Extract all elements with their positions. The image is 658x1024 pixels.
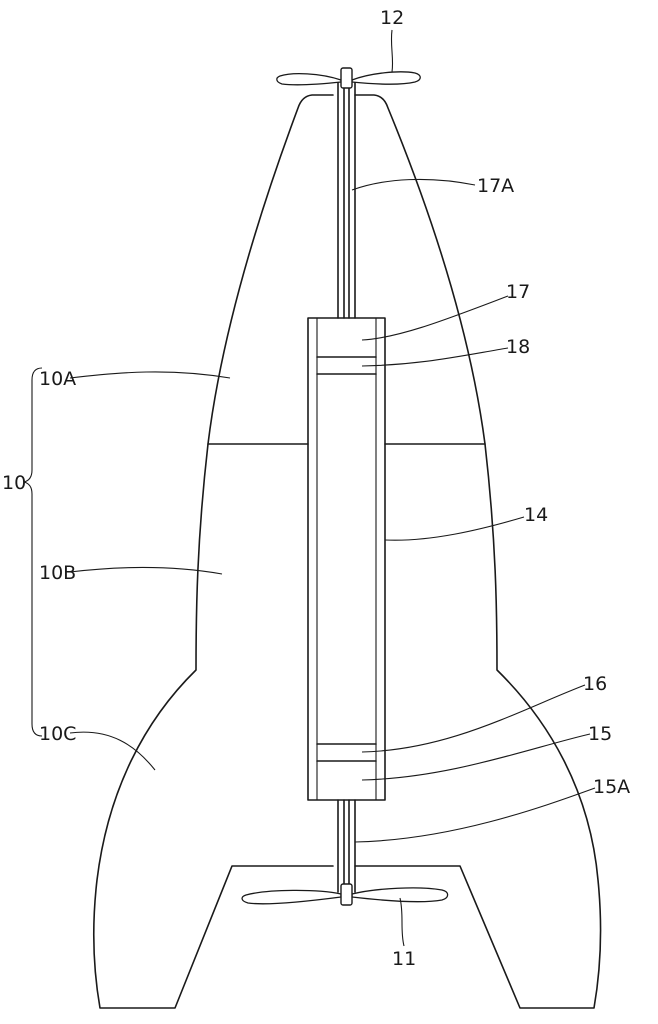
bottom-propeller [241, 883, 449, 906]
label-17: 17 [506, 281, 530, 303]
section-brace [23, 367, 43, 737]
label-10A: 10A [39, 368, 76, 390]
rocket-body-right-outline [354, 94, 602, 1009]
lower-shaft [337, 799, 356, 893]
upper-shaft [337, 79, 356, 319]
label-12: 12 [380, 7, 404, 29]
lower-motor-section [316, 743, 377, 762]
label-15A: 15A [593, 776, 630, 798]
top-propeller [276, 67, 421, 89]
label-18: 18 [506, 336, 530, 358]
label-10B: 10B [39, 562, 76, 584]
label-10: 10 [2, 472, 26, 494]
leader-lines [69, 29, 596, 947]
label-17A: 17A [477, 175, 514, 197]
label-15: 15 [588, 723, 612, 745]
label-10C: 10C [39, 723, 76, 745]
upper-motor-section [316, 356, 377, 375]
label-14: 14 [524, 504, 548, 526]
label-16: 16 [583, 673, 607, 695]
label-11: 11 [392, 948, 416, 970]
housing [307, 317, 386, 801]
rocket-body-left-outline [92, 94, 334, 1009]
